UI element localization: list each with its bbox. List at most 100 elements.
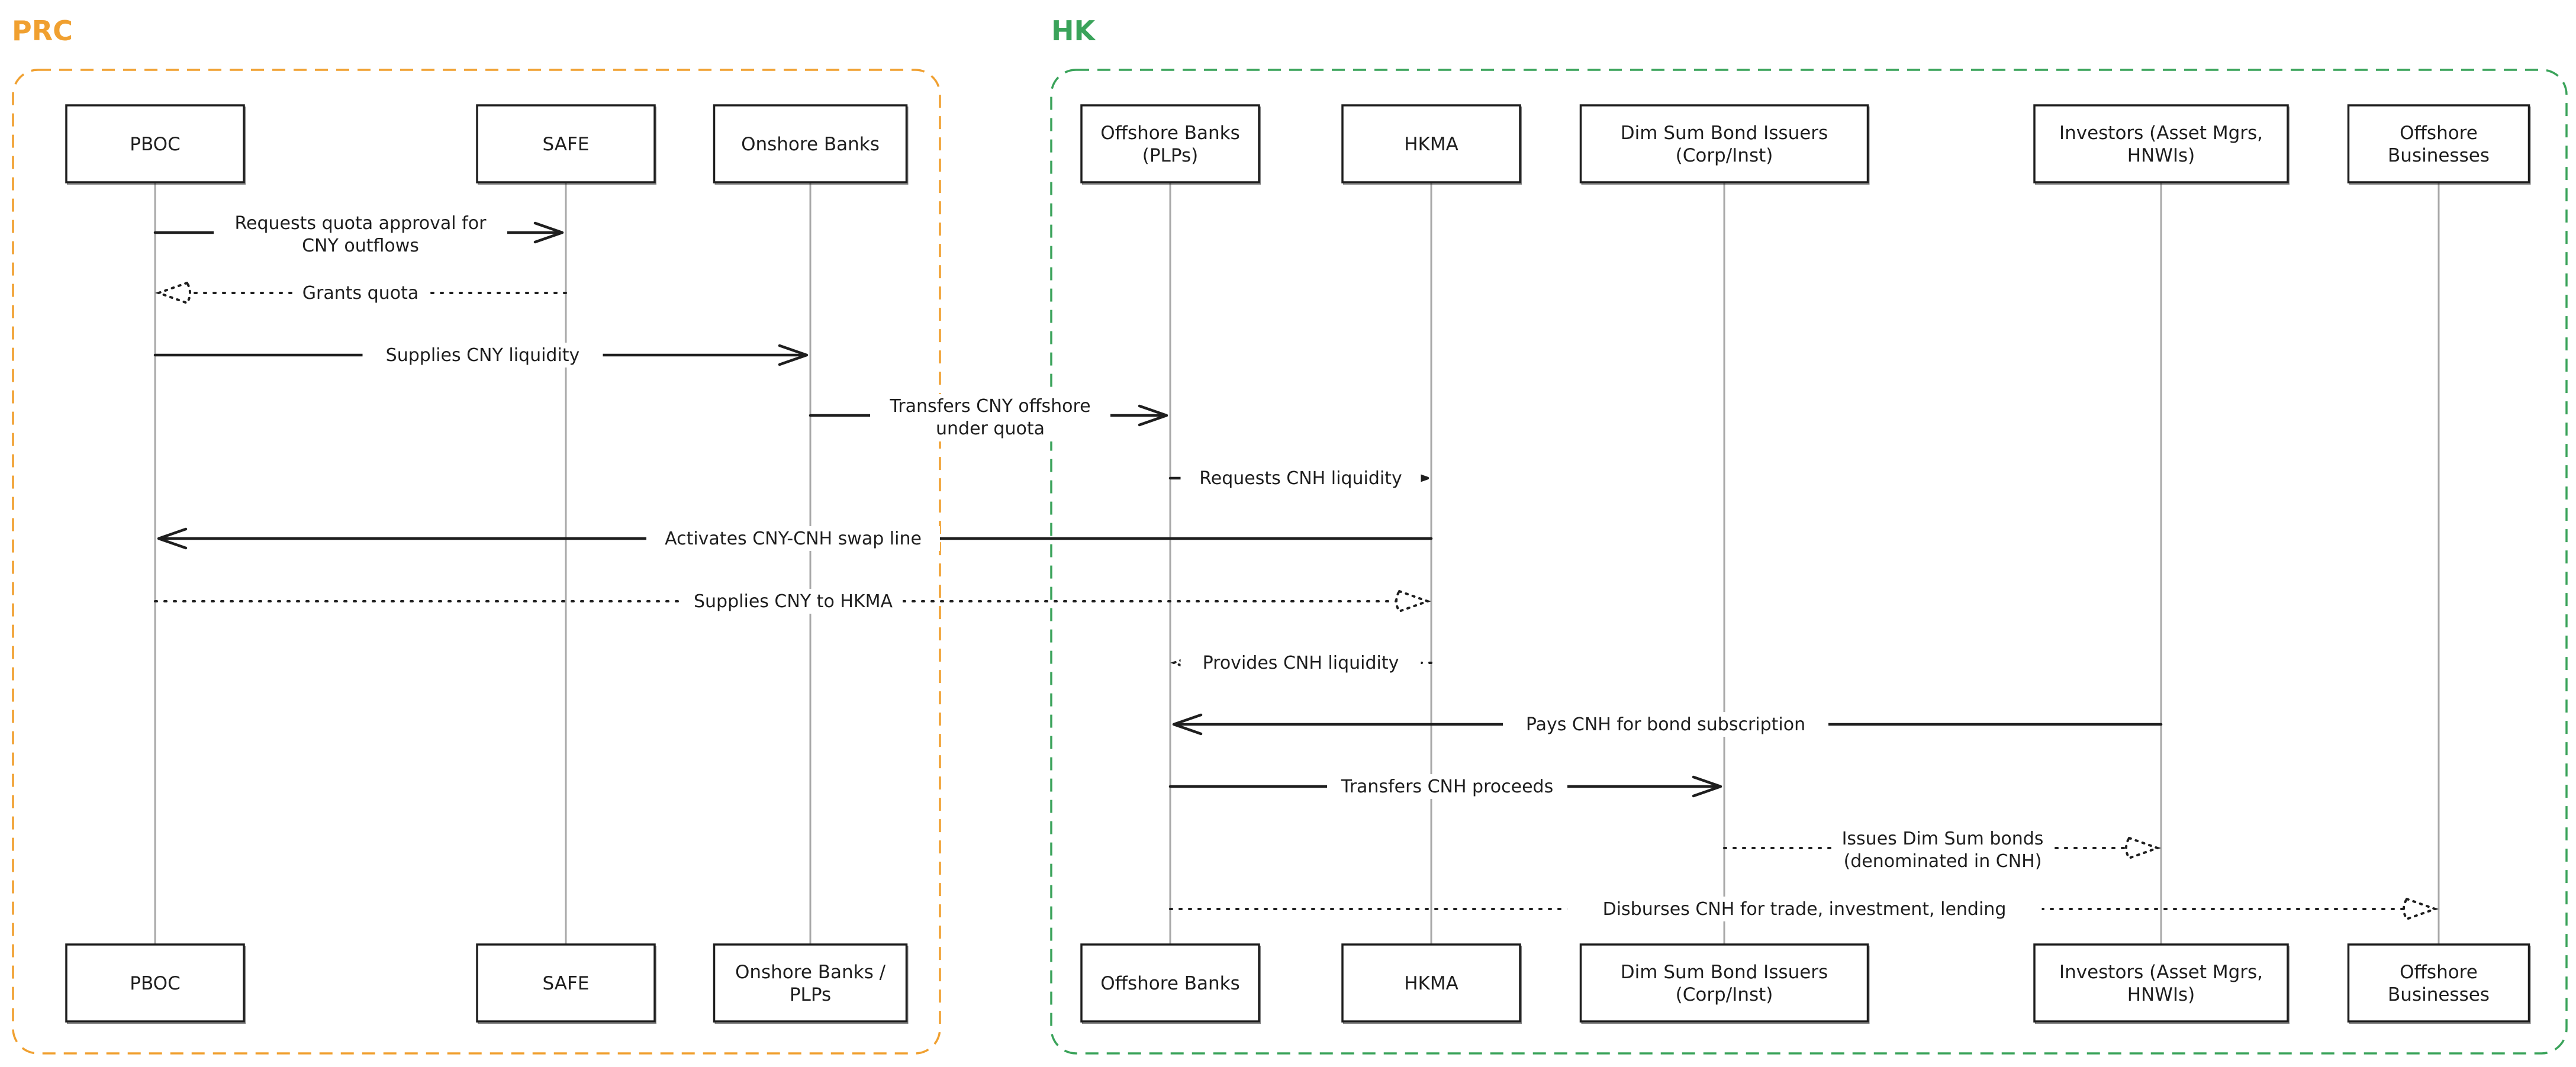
- arrowhead-icon: [533, 221, 564, 244]
- participant-box: [65, 104, 245, 183]
- participant-box: [2347, 943, 2530, 1023]
- zone-prc: PRC: [12, 15, 941, 1055]
- message-10: Transfers CNH proceeds: [1168, 774, 1722, 799]
- message-label-background: [214, 211, 507, 259]
- arrowhead-icon: [778, 344, 809, 366]
- participant-label: (Corp/Inst): [1676, 145, 1773, 166]
- participant-offshore-top: Offshore Banks(PLPs): [1080, 104, 1261, 185]
- message-label: Transfers CNH proceeds: [1341, 776, 1553, 797]
- open-arrowhead-icon: [155, 281, 191, 305]
- zones-layer: PRC HK: [12, 15, 2568, 1055]
- message-label-background: [1503, 712, 1828, 737]
- message-5: Requests CNH liquidity: [1168, 466, 1429, 491]
- message-label: Grants quota: [302, 283, 418, 304]
- participant-box: [713, 104, 908, 183]
- arrowhead-icon: [157, 527, 188, 550]
- participant-hkma-bottom: HKMA: [1341, 943, 1522, 1024]
- participant-investors-top: Investors (Asset Mgrs,HNWIs): [2033, 104, 2290, 185]
- message-label-background: [294, 281, 427, 305]
- participant-box: [476, 104, 656, 183]
- message-label-background: [1567, 897, 2042, 921]
- participant-label: HKMA: [1404, 973, 1458, 994]
- participant-label: Offshore Banks: [1100, 973, 1240, 994]
- participant-box: [1341, 943, 1521, 1023]
- message-2: Grants quota: [155, 281, 567, 305]
- participant-hkma-top: HKMA: [1341, 104, 1522, 185]
- message-label-background: [1833, 827, 2052, 874]
- message-label: Provides CNH liquidity: [1203, 653, 1399, 673]
- participant-box: [2347, 104, 2530, 183]
- message-label: CNY outflows: [302, 236, 419, 256]
- participant-label: Dim Sum Bond Issuers: [1621, 962, 1828, 983]
- message-label: Transfers CNY offshore: [889, 396, 1090, 417]
- lifelines-layer: [154, 182, 2440, 944]
- participant-safe-top: SAFE: [476, 104, 656, 185]
- message-label: Disburses CNH for trade, investment, len…: [1603, 899, 2007, 920]
- message-label-background: [870, 394, 1110, 441]
- participant-onshore-bottom: Onshore Banks /PLPs: [713, 943, 909, 1024]
- participant-label: Investors (Asset Mgrs,: [2059, 962, 2263, 983]
- message-label-background: [1327, 774, 1567, 799]
- message-label: Supplies CNY liquidity: [386, 345, 580, 366]
- message-9: Pays CNH for bond subscription: [1172, 712, 2163, 737]
- participant-label: Offshore: [2400, 123, 2478, 144]
- message-label: Pays CNH for bond subscription: [1526, 714, 1805, 735]
- participant-pboc-top: PBOC: [65, 104, 246, 185]
- participant-investors-bottom: Investors (Asset Mgrs,HNWIs): [2033, 943, 2290, 1024]
- participant-box: [1080, 104, 1260, 183]
- participant-label: SAFE: [543, 134, 590, 155]
- participant-label: PLPs: [790, 984, 831, 1005]
- participant-box: [1080, 943, 1260, 1023]
- message-label-background: [362, 343, 603, 368]
- message-label: under quota: [936, 418, 1045, 439]
- participant-label: Onshore Banks /: [735, 962, 886, 983]
- arrowhead-icon: [1692, 775, 1722, 798]
- participant-label: (Corp/Inst): [1676, 984, 1773, 1005]
- zone-prc-title: PRC: [12, 15, 73, 47]
- zone-hk-boundary: [1050, 69, 2568, 1055]
- participant-label: Investors (Asset Mgrs,: [2059, 123, 2263, 144]
- message-6: Activates CNY-CNH swap line: [157, 526, 1433, 551]
- participant-label: Offshore: [2400, 962, 2478, 983]
- participant-label: HNWIs): [2127, 145, 2195, 166]
- message-3: Supplies CNY liquidity: [153, 343, 809, 368]
- participant-onshore-top: Onshore Banks: [713, 104, 909, 185]
- message-12: Disburses CNH for trade, investment, len…: [1169, 897, 2439, 921]
- participant-label: Dim Sum Bond Issuers: [1621, 123, 1828, 144]
- participant-label: HNWIs): [2127, 984, 2195, 1005]
- open-arrowhead-icon: [2403, 897, 2439, 921]
- message-label: Activates CNY-CNH swap line: [665, 528, 922, 549]
- participant-box: [2033, 104, 2289, 183]
- participant-label: (PLPs): [1142, 145, 1198, 166]
- participant-label: Onshore Banks: [741, 134, 880, 155]
- participant-box: [2033, 943, 2289, 1023]
- participant-box: [1341, 104, 1521, 183]
- message-7: Supplies CNY to HKMA: [154, 589, 1431, 614]
- open-arrowhead-icon: [2125, 836, 2161, 860]
- message-label: Requests CNH liquidity: [1199, 468, 1402, 489]
- participant-label: Businesses: [2388, 984, 2490, 1005]
- message-label-background: [646, 526, 940, 551]
- arrowhead-icon: [1172, 713, 1203, 736]
- participant-label: PBOC: [130, 134, 180, 155]
- participant-offshore-bottom: Offshore Banks: [1080, 943, 1261, 1024]
- participant-box: [1579, 943, 1869, 1023]
- message-label-background: [1180, 466, 1421, 491]
- participant-box: [713, 943, 908, 1023]
- arrowhead-icon: [1138, 404, 1168, 427]
- participant-label: PBOC: [130, 973, 180, 994]
- zone-hk: HK: [1050, 15, 2568, 1055]
- message-8: Provides CNH liquidity: [1170, 650, 1432, 675]
- participant-box: [65, 943, 245, 1023]
- participant-box: [476, 943, 656, 1023]
- participant-label: SAFE: [543, 973, 590, 994]
- participant-box: [1579, 104, 1869, 183]
- participant-label: Businesses: [2388, 145, 2490, 166]
- participant-issuers-top: Dim Sum Bond Issuers(Corp/Inst): [1579, 104, 1870, 185]
- zone-hk-title: HK: [1051, 15, 1096, 47]
- participant-pboc-bottom: PBOC: [65, 943, 246, 1024]
